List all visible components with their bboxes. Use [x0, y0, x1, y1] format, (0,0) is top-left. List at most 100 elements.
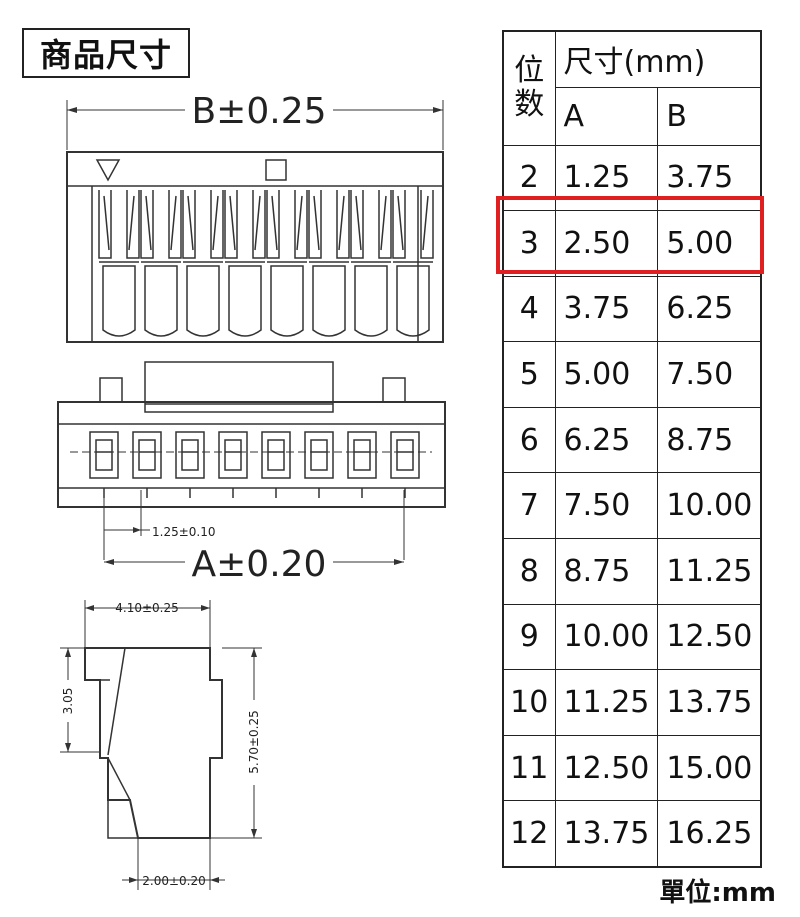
pitch-dimension-label: 1.25±0.10	[152, 525, 216, 539]
position-cell: 2	[502, 144, 556, 212]
contact-tab	[354, 265, 388, 337]
a-value-cell: 10.00	[554, 603, 659, 671]
b-value-cell: 5.00	[657, 210, 762, 277]
contact-tab	[228, 265, 262, 337]
column-a-header: A	[554, 86, 659, 146]
position-cell: 11	[502, 734, 556, 802]
a-value-cell: 3.75	[554, 275, 659, 343]
contact-spring	[355, 195, 387, 251]
contact-slot-right	[252, 190, 266, 259]
cavity-outline	[89, 431, 119, 479]
a-value-cell: 1.25	[554, 144, 659, 212]
contact-slot-right	[378, 190, 392, 259]
a-value-cell: 5.00	[554, 341, 659, 408]
b-value-cell: 8.75	[657, 406, 762, 474]
contact-tab	[270, 265, 304, 337]
contact-spring	[145, 195, 177, 251]
cavity-outline	[390, 431, 420, 479]
position-cell: 9	[502, 603, 556, 671]
cavity-outline	[347, 431, 377, 479]
connector-technical-drawing: B±0.25 1.25±0.10 A±0.20 4.10±0.25 3.05 5…	[57, 91, 446, 890]
b-value-cell: 16.25	[657, 800, 762, 868]
contact-slot-left	[266, 190, 280, 259]
contact-slot-right	[420, 190, 434, 259]
contact-slot-left	[224, 190, 238, 259]
side-bottom-label: 2.00±0.20	[142, 874, 206, 888]
cavity-outline	[175, 431, 205, 479]
table-subheader-row: A B	[503, 86, 762, 146]
position-cell: 7	[502, 472, 556, 540]
contact-slot-right	[168, 190, 182, 259]
position-count-header: 位 数	[502, 30, 556, 146]
cavity-inner	[138, 439, 156, 471]
contact-tab	[102, 265, 136, 337]
contact-slot-left	[308, 190, 322, 259]
cavity-inner	[224, 439, 242, 471]
position-cell: 10	[502, 669, 556, 736]
front-view-cavities	[89, 431, 420, 498]
cavity-inner	[181, 439, 199, 471]
contact-tab	[312, 265, 346, 337]
table-header-row: 位 数 尺寸(mm)	[502, 30, 762, 146]
square-marker	[265, 159, 287, 181]
cavity-outline	[218, 431, 248, 479]
a-value-cell: 2.50	[554, 210, 659, 277]
contact-spring	[229, 195, 261, 251]
a-value-cell: 7.50	[554, 472, 659, 540]
b-value-cell: 7.50	[657, 341, 762, 408]
contact-spring	[271, 195, 303, 251]
position-cell: 5	[502, 341, 556, 408]
b-dimension-label: B±0.25	[191, 91, 326, 132]
side-left-height-label: 3.05	[61, 688, 75, 715]
column-b-header: B	[657, 86, 762, 146]
position-cell: 12	[502, 800, 556, 868]
a-value-cell: 8.75	[554, 538, 659, 605]
cavity-inner	[267, 439, 285, 471]
contact-tab	[144, 265, 178, 337]
top-view	[66, 100, 444, 343]
b-value-cell: 13.75	[657, 669, 762, 736]
contact-spring	[313, 195, 345, 251]
position-header-bottom: 数	[514, 87, 545, 123]
contact-slot-right	[210, 190, 224, 259]
contact-slot-right	[294, 190, 308, 259]
a-value-cell: 12.50	[554, 734, 659, 802]
side-right-height-label: 5.70±0.25	[247, 710, 261, 774]
position-header-top: 位	[514, 53, 545, 89]
a-value-cell: 11.25	[554, 669, 659, 736]
position-cell: 4	[502, 275, 556, 343]
b-value-cell: 3.75	[657, 144, 762, 212]
size-header: 尺寸(mm)	[554, 30, 762, 88]
position-cell: 3	[502, 210, 556, 277]
b-value-cell: 12.50	[657, 603, 762, 671]
contact-tab	[396, 265, 430, 337]
contact-slot-left	[350, 190, 364, 259]
cavity-inner	[353, 439, 371, 471]
position-cell: 8	[502, 538, 556, 605]
side-width-label: 4.10±0.25	[115, 601, 179, 615]
contact-slot-left	[392, 190, 406, 259]
contact-spring	[103, 195, 135, 251]
b-value-cell: 11.25	[657, 538, 762, 605]
contact-spring	[397, 195, 429, 251]
cavity-inner	[310, 439, 328, 471]
side-view	[60, 600, 262, 890]
cavity-inner	[95, 439, 113, 471]
a-value-cell: 13.75	[554, 800, 659, 868]
cavity-inner	[396, 439, 414, 471]
cavity-outline	[132, 431, 162, 479]
product-dimensions-title: 商品尺寸	[22, 28, 190, 78]
b-value-cell: 10.00	[657, 472, 762, 540]
